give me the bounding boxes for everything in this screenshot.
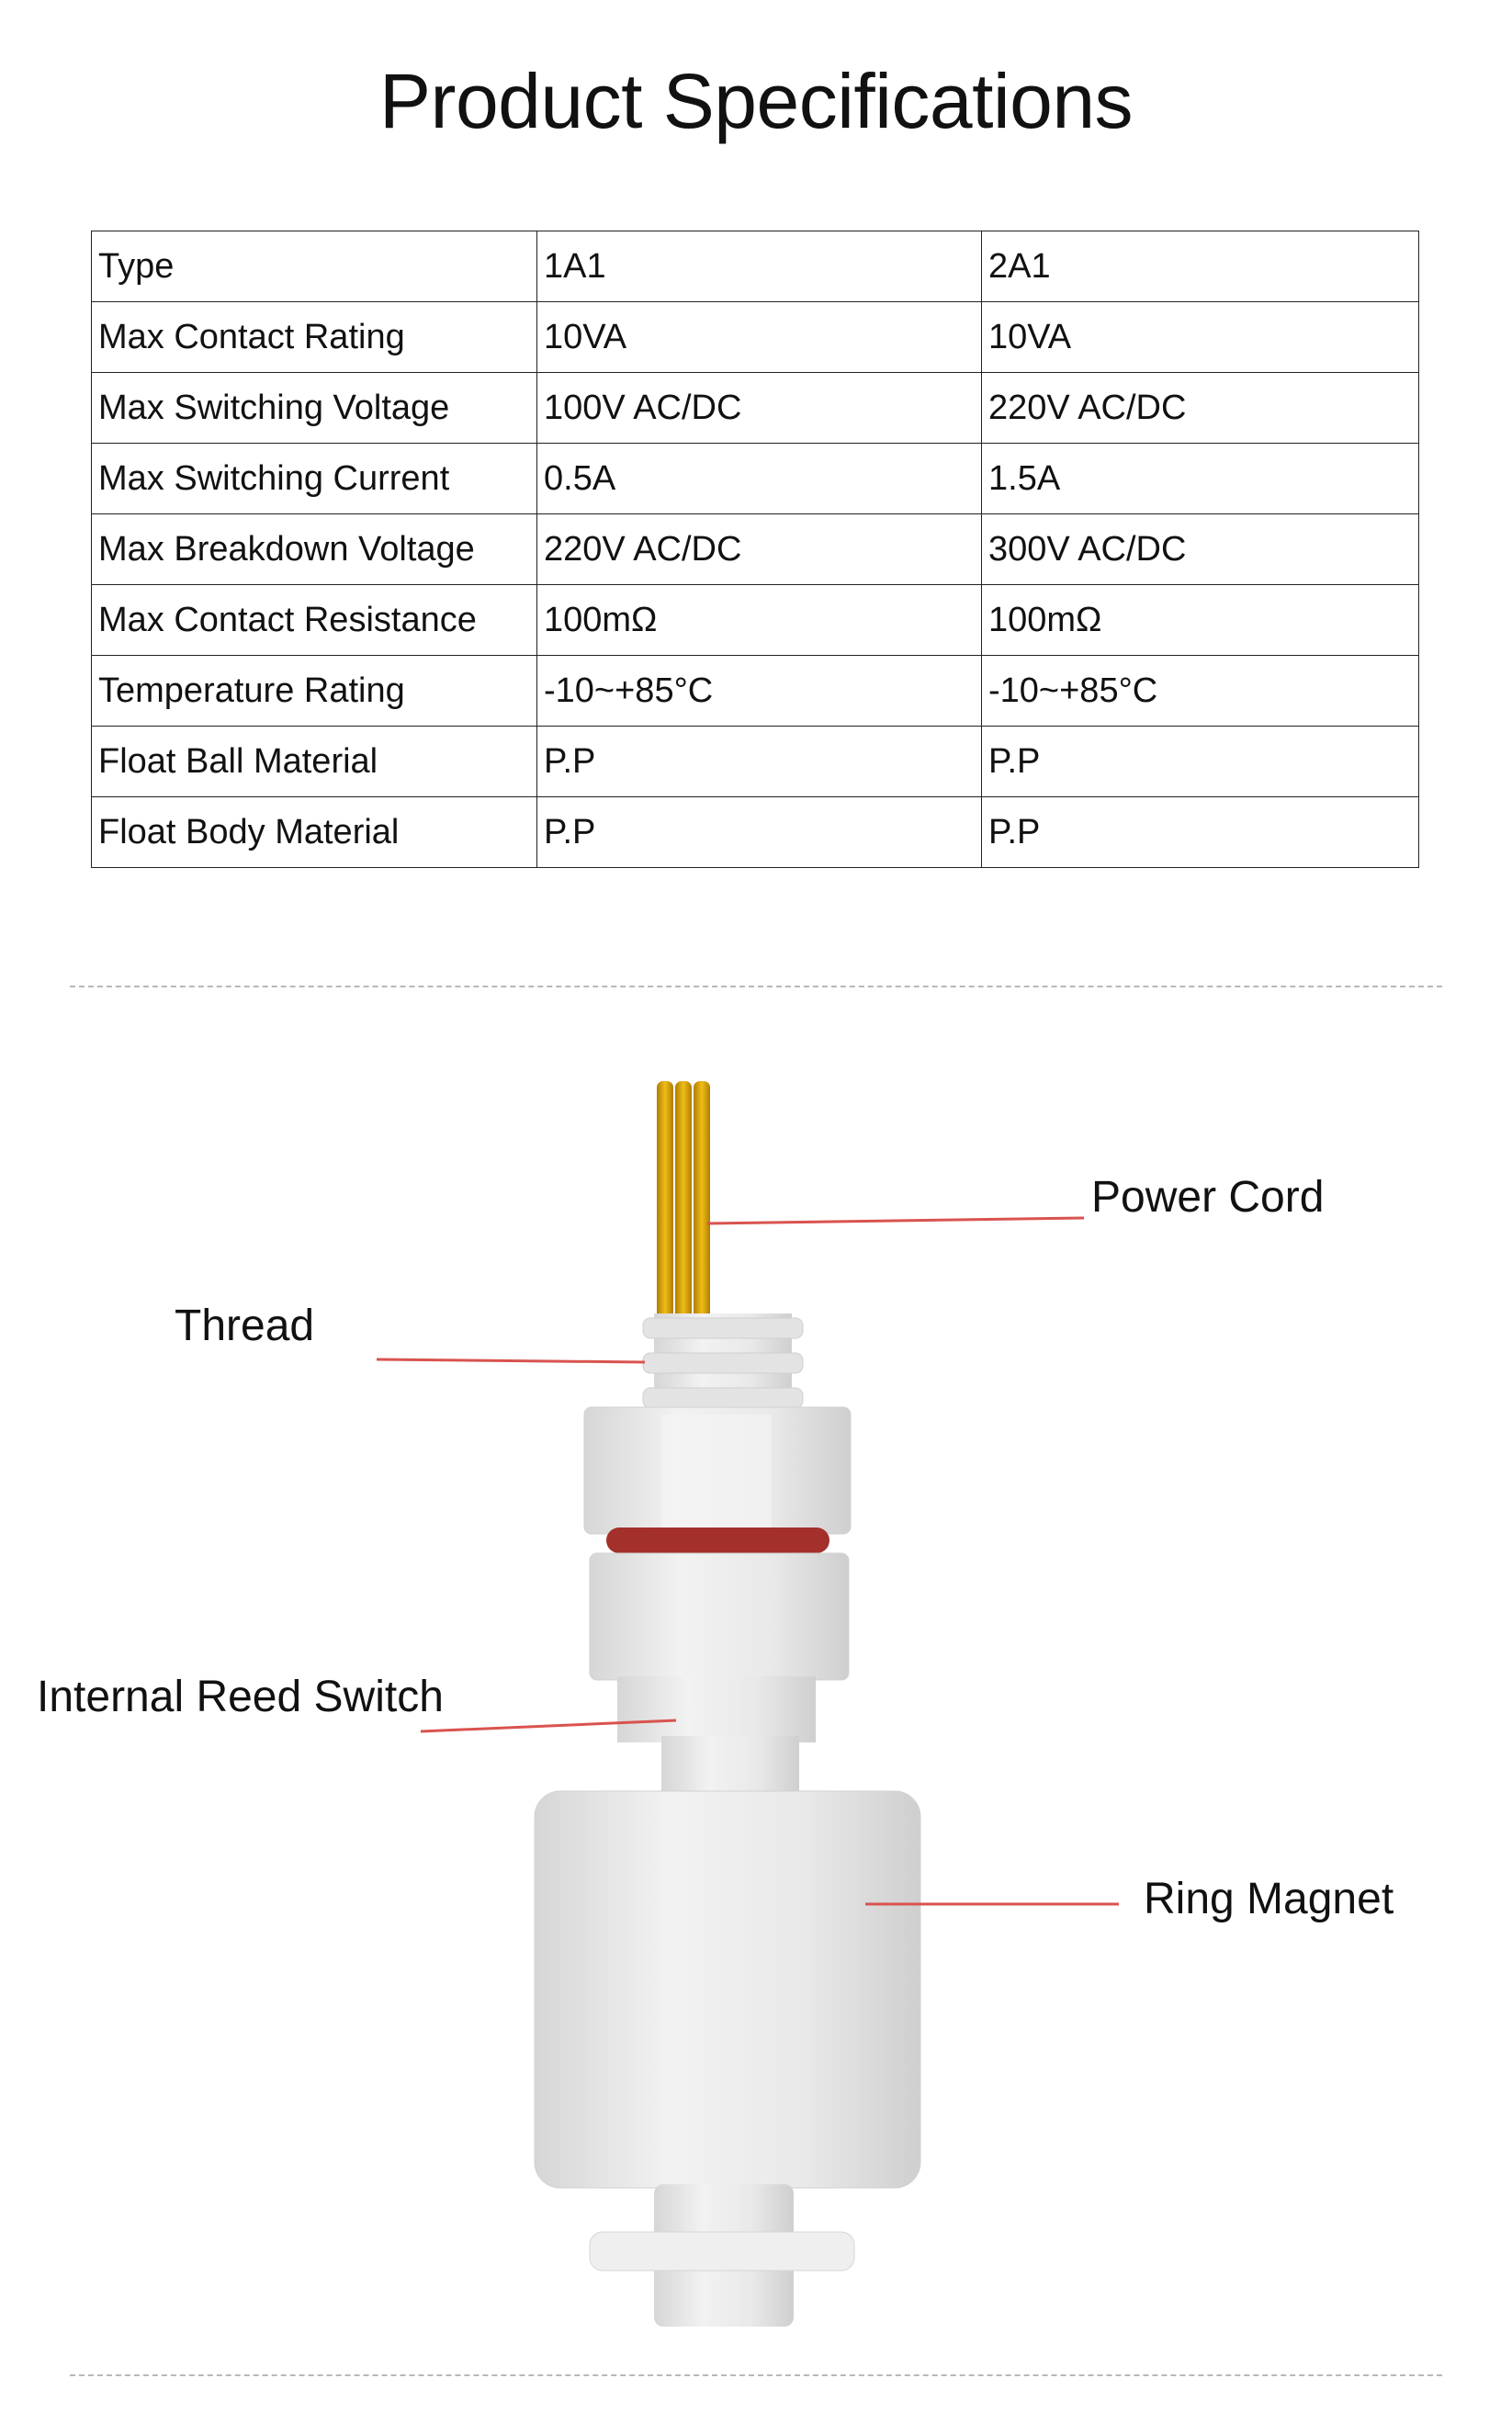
- spec-label: Max Switching Current: [91, 443, 537, 514]
- spec-label: Max Breakdown Voltage: [91, 513, 537, 585]
- spec-table: Type 1A1 2A1 Max Contact Rating 10VA 10V…: [91, 231, 1419, 868]
- reed-switch-housing: [617, 1676, 816, 1742]
- o-ring: [606, 1528, 829, 1553]
- spec-label: Max Switching Voltage: [91, 372, 537, 444]
- table-row: Max Contact Rating 10VA 10VA: [91, 301, 1419, 373]
- spec-label: Float Ball Material: [91, 726, 537, 797]
- spec-value-2a1: 300V AC/DC: [981, 513, 1419, 585]
- section-divider: [70, 986, 1442, 987]
- thread-label: Thread: [175, 1302, 315, 1350]
- spec-value-1a1: 0.5A: [536, 443, 982, 514]
- spec-value-1a1: 10VA: [536, 301, 982, 373]
- internal-reed-switch-label: Internal Reed Switch: [37, 1673, 444, 1721]
- table-row: Max Switching Voltage 100V AC/DC 220V AC…: [91, 372, 1419, 444]
- spec-value-2a1: 2A1: [981, 231, 1419, 302]
- page-title: Product Specifications: [378, 58, 1134, 144]
- float-body: [534, 1790, 921, 2189]
- spec-label: Type: [91, 231, 537, 302]
- spec-value-2a1: P.P: [981, 796, 1419, 868]
- product-diagram: Power Cord Thread Internal Reed Switch R…: [0, 1010, 1512, 2370]
- spec-label: Float Body Material: [91, 796, 537, 868]
- spec-value-1a1: 1A1: [536, 231, 982, 302]
- table-row: Max Switching Current 0.5A 1.5A: [91, 443, 1419, 514]
- thread-leader-line: [376, 1358, 646, 1364]
- table-row: Max Contact Resistance 100mΩ 100mΩ: [91, 584, 1419, 656]
- spec-value-1a1: -10~+85°C: [536, 655, 982, 727]
- float-switch-illustration: [376, 1081, 1119, 2327]
- spec-value-2a1: P.P: [981, 726, 1419, 797]
- retaining-clip: [589, 2231, 855, 2272]
- table-row: Float Ball Material P.P P.P: [91, 726, 1419, 797]
- spec-value-2a1: 220V AC/DC: [981, 372, 1419, 444]
- section-divider: [70, 2374, 1442, 2376]
- table-row: Temperature Rating -10~+85°C -10~+85°C: [91, 655, 1419, 727]
- spec-value-2a1: 10VA: [981, 301, 1419, 373]
- spec-value-1a1: P.P: [536, 726, 982, 797]
- spec-value-2a1: 100mΩ: [981, 584, 1419, 656]
- spec-value-1a1: P.P: [536, 796, 982, 868]
- spec-label: Max Contact Rating: [91, 301, 537, 373]
- spec-value-2a1: -10~+85°C: [981, 655, 1419, 727]
- table-row: Max Breakdown Voltage 220V AC/DC 300V AC…: [91, 513, 1419, 585]
- table-row: Float Body Material P.P P.P: [91, 796, 1419, 868]
- spec-label: Temperature Rating: [91, 655, 537, 727]
- table-row: Type 1A1 2A1: [91, 231, 1419, 302]
- reed-switch-leader-line: [420, 1719, 677, 1733]
- ring-magnet-label: Ring Magnet: [1144, 1875, 1394, 1923]
- spec-value-1a1: 100mΩ: [536, 584, 982, 656]
- spec-label: Max Contact Resistance: [91, 584, 537, 656]
- power-cord-label: Power Cord: [1091, 1173, 1325, 1222]
- lower-hex-nut: [589, 1552, 850, 1681]
- spec-value-2a1: 1.5A: [981, 443, 1419, 514]
- power-cord-leader-line: [706, 1216, 1085, 1225]
- leader-lines: [376, 1216, 1119, 1906]
- spec-value-1a1: 220V AC/DC: [536, 513, 982, 585]
- spec-value-1a1: 100V AC/DC: [536, 372, 982, 444]
